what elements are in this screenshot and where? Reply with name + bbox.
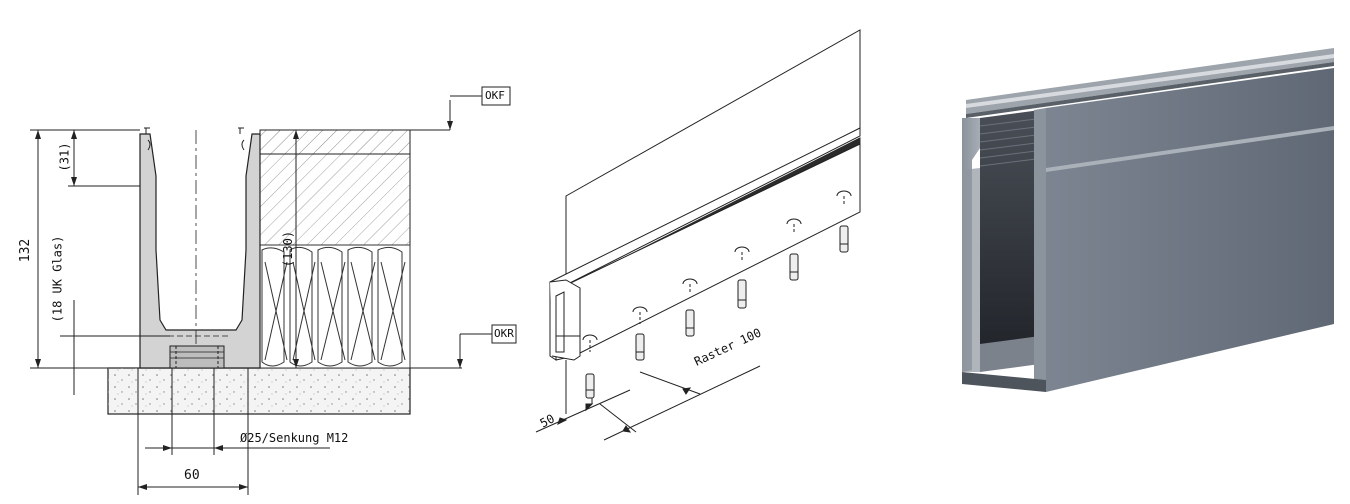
label-okf: OKF [485,89,505,102]
profile-render [962,48,1334,392]
dim-132: 132 [18,238,34,263]
okr-tag [491,324,517,344]
label-okr: OKR [494,327,514,340]
dimension-arrows [35,121,463,490]
anchor-hole [169,345,225,369]
dim-60: 60 [184,468,200,483]
section-view [30,86,517,495]
okf-tag [481,86,511,106]
dim-31: (31) [57,142,72,172]
isometric-view [535,29,861,441]
dim-hole: Ø25/Senkung M12 [240,431,349,445]
render-body [1046,68,1334,392]
dim-130: (130) [281,230,296,268]
dimension-lines [30,95,492,495]
anchor-bolts [582,190,852,399]
dim-glass: (18 UK Glas) [50,235,65,323]
aluminium-profile [139,133,261,369]
